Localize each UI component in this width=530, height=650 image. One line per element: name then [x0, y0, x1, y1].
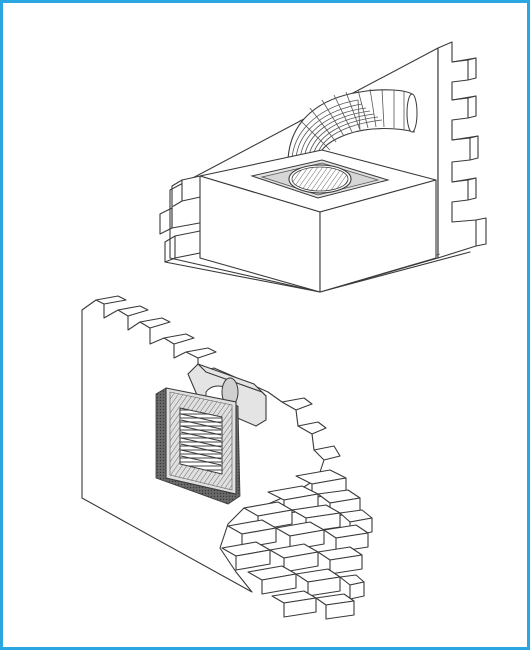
flexible-duct — [287, 88, 418, 163]
ceiling-extractor-scene — [159, 41, 487, 293]
wall-fan-scene — [81, 295, 373, 620]
circular-grille — [288, 164, 352, 194]
wall-fan-grille — [165, 387, 237, 495]
exposed-bricks — [221, 469, 373, 620]
left-brick-stubs — [159, 174, 206, 263]
